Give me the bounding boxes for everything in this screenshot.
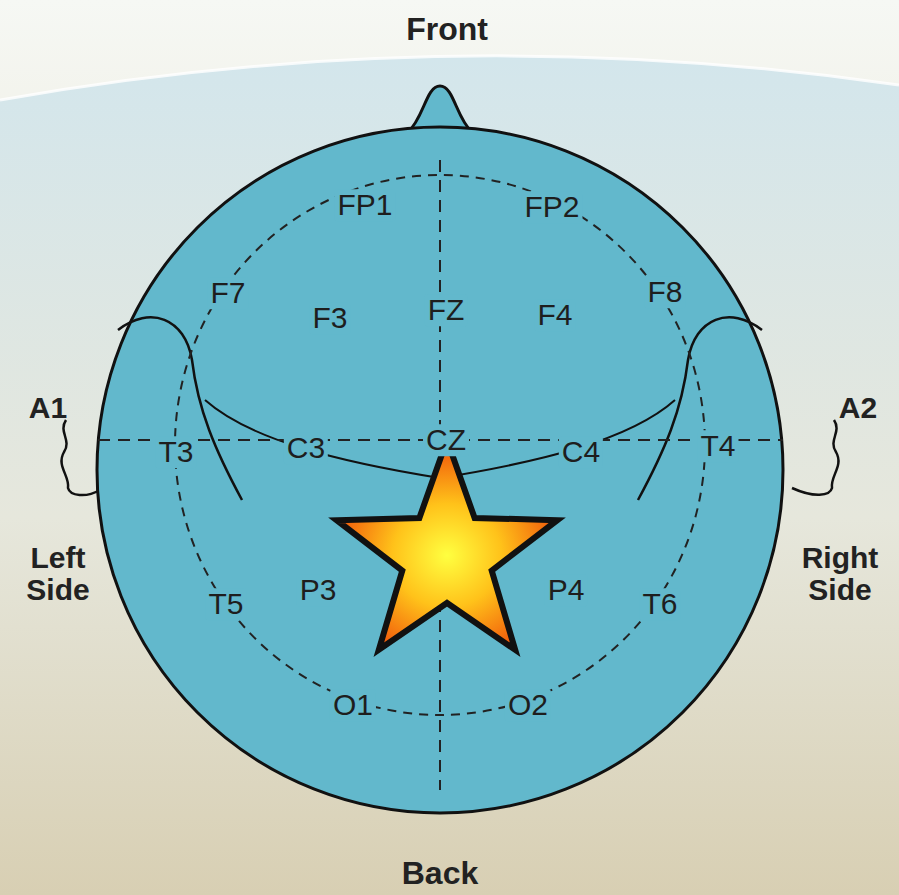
direction-label: Front [406, 13, 488, 47]
electrode-label: C3 [284, 432, 328, 464]
electrode-label: FP1 [334, 189, 395, 221]
head-outline [97, 127, 783, 813]
electrode-label: F7 [207, 277, 248, 309]
electrode-label: T5 [205, 588, 246, 620]
ear [118, 317, 242, 500]
ear-electrode-label: A2 [839, 392, 877, 424]
electrode-label: O1 [330, 689, 376, 721]
ear-wire [62, 420, 100, 495]
electrode-label: FP2 [521, 191, 582, 223]
electrode-label: C4 [559, 436, 603, 468]
ear [638, 317, 762, 500]
star-marker [337, 440, 558, 650]
side-label: Right Side [802, 542, 879, 605]
electrode-label: P4 [545, 574, 588, 606]
electrode-label: CZ [423, 424, 469, 456]
background-band [0, 56, 899, 895]
electrode-label: T3 [155, 436, 196, 468]
electrode-label: O2 [505, 689, 551, 721]
electrode-label: P3 [297, 574, 340, 606]
nose [408, 86, 472, 132]
electrode-label: F4 [534, 299, 575, 331]
electrode-circle [175, 175, 705, 715]
electrode-label: F3 [309, 302, 350, 334]
side-label: Left Side [26, 542, 89, 605]
electrode-label: F8 [644, 276, 685, 308]
electrode-label: T4 [697, 430, 738, 462]
ear-wire [792, 420, 838, 495]
ear-electrode-label: A1 [29, 392, 67, 424]
electrode-label: FZ [425, 294, 468, 326]
direction-label: Back [402, 857, 479, 891]
electrode-label: T6 [639, 588, 680, 620]
